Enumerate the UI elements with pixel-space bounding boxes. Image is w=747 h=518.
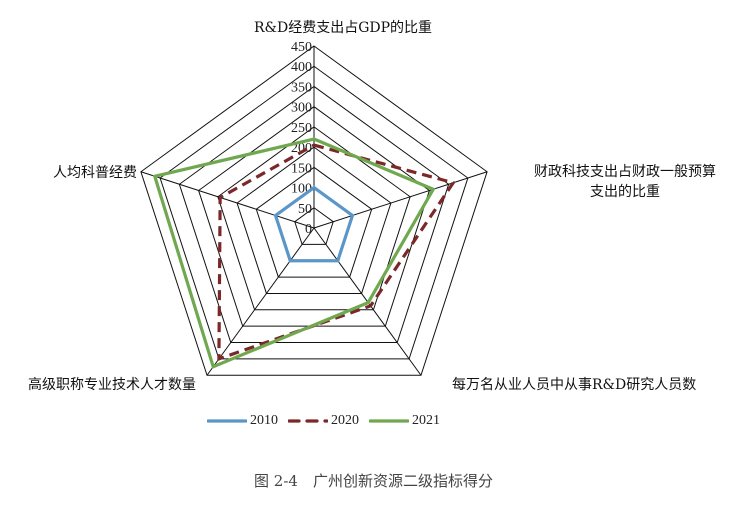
tick-label: 0 (305, 222, 312, 237)
legend-item-2021: 2021 (369, 413, 440, 429)
legend-item-2010: 2010 (207, 413, 278, 429)
tick-label: 350 (291, 80, 312, 95)
grid-ring (140, 45, 488, 376)
grid-ring (255, 166, 373, 278)
legend-swatch (288, 419, 328, 423)
tick-label: 100 (291, 182, 312, 197)
legend-item-2020: 2020 (288, 413, 359, 429)
legend-label: 2021 (412, 413, 440, 428)
category-label: 人均科普经费 (53, 163, 137, 183)
category-label: 财政科技支出占财政一般预算支出的比重 (534, 162, 716, 202)
legend-swatch (369, 419, 409, 423)
category-label-line: R&D经费支出占GDP的比重 (253, 20, 433, 36)
tick-label: 300 (291, 101, 312, 116)
grid-ring (236, 146, 392, 294)
category-label-line: 财政科技支出占财政一般预算 (534, 164, 716, 180)
axis-line (140, 171, 315, 229)
series-2020 (217, 143, 456, 362)
axis-line (206, 227, 315, 376)
grid-ring (178, 85, 450, 344)
axis-line (313, 171, 488, 229)
category-label-line: 支出的比重 (590, 184, 660, 200)
grid-ring (294, 207, 334, 245)
tick-label: 50 (298, 202, 312, 217)
figure-caption: 图 2-4 广州创新资源二级指标得分 (254, 472, 493, 490)
category-label: 每万名从业人员中从事R&D研究人员数 (452, 375, 696, 395)
grid-ring (217, 126, 411, 311)
tick-label: 250 (291, 121, 312, 136)
category-label: 高级职称专业技术人才数量 (28, 375, 196, 395)
category-label: R&D经费支出占GDP的比重 (254, 18, 432, 38)
category-label-line: 高级职称专业技术人才数量 (28, 377, 196, 393)
tick-label: 450 (291, 40, 312, 55)
tick-label: 400 (291, 60, 312, 75)
series-2010 (273, 185, 355, 263)
legend-label: 2010 (250, 413, 278, 428)
category-label-line: 人均科普经费 (53, 165, 137, 181)
tick-label: 200 (291, 141, 312, 156)
grid-ring (159, 65, 469, 360)
tick-label: 150 (291, 161, 312, 176)
legend-swatch (207, 419, 247, 423)
legend-label: 2020 (331, 413, 359, 428)
series-2021 (152, 137, 436, 369)
legend: 2010 2020 2021 (207, 413, 450, 429)
category-label-line: 每万名从业人员中从事R&D研究人员数 (452, 377, 697, 393)
